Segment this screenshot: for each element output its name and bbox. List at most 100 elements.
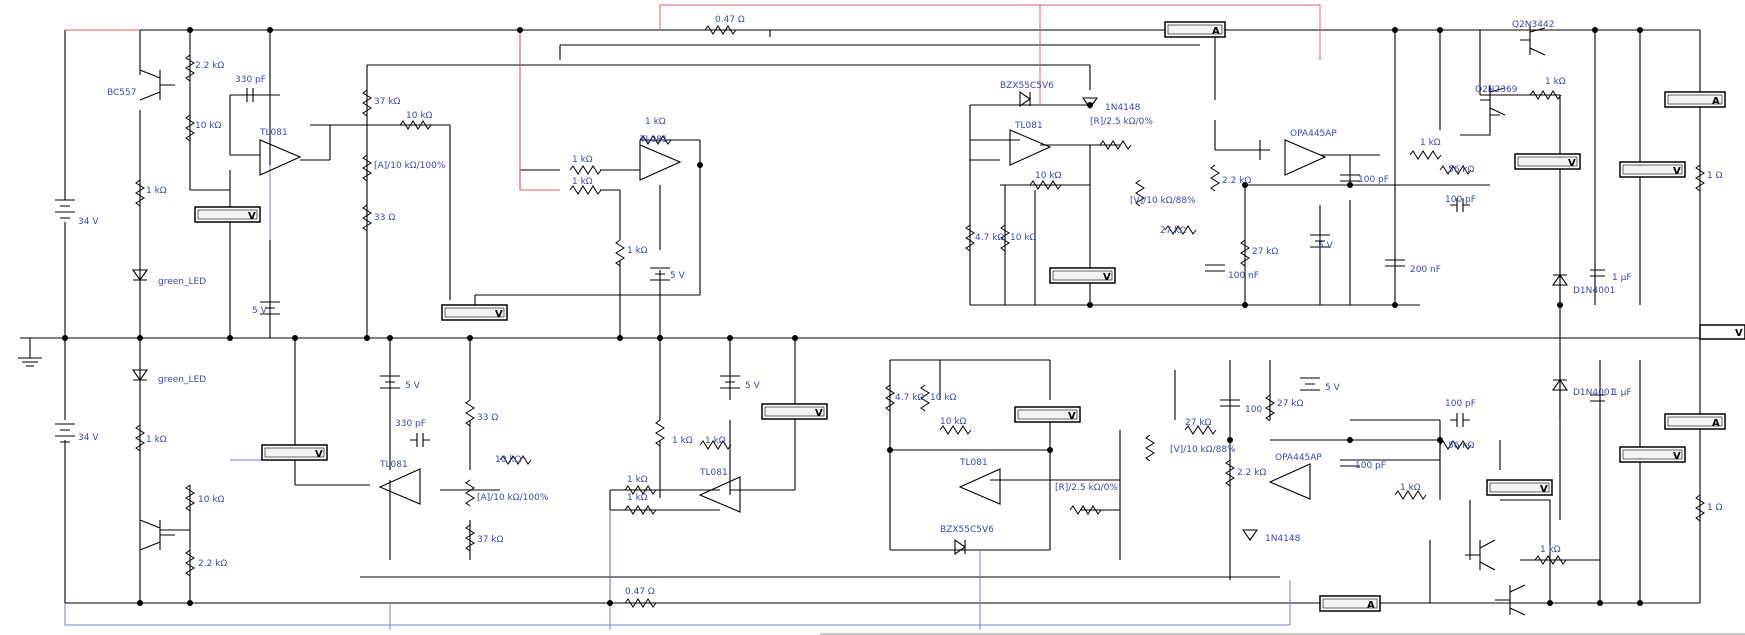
voltmeter-1[interactable]: V: [194, 206, 261, 223]
resistor-27k-d: [1265, 394, 1275, 422]
resistor-1k-j: [699, 440, 732, 450]
label-r047-top: 0.47 Ω: [715, 15, 745, 25]
resistor-10k-g: [920, 384, 930, 412]
label-c100n: 100 nF: [1228, 271, 1259, 281]
transistors: [139, 25, 1546, 616]
voltmeter-10[interactable]: V: [1619, 446, 1686, 463]
transistor-q2n3442: [1520, 25, 1546, 56]
battery-5v-b: [650, 267, 670, 281]
label-r22k-a: 2.2 kΩ: [195, 61, 224, 71]
label-r22k-c: 2.2 kΩ: [198, 559, 227, 569]
resistor-10k-f: [499, 455, 532, 465]
label-tl081-a: TL081: [259, 128, 288, 138]
label-tl081-b: TL081: [639, 135, 668, 145]
label-r1k-f: 1 kΩ: [1420, 138, 1441, 148]
label-r10k-d: 10 kΩ: [1010, 233, 1037, 243]
label-led-bot: green_LED: [158, 375, 206, 385]
opamp-tl081-d: [378, 468, 421, 505]
cap-1uf-a: [1590, 269, 1605, 277]
label-r10k-a: 10 kΩ: [195, 121, 222, 131]
resistor-1k-e: [615, 239, 625, 267]
transistor-bot-left: [139, 519, 175, 551]
opamp-opa445-bot: [1268, 463, 1311, 500]
voltmeter-3[interactable]: V: [1049, 267, 1116, 284]
label-c100p-a: 100 pF: [1358, 175, 1389, 185]
led-green-bot: [131, 369, 149, 381]
label-pot-a-top: [A]/10 kΩ/100%: [374, 161, 446, 171]
resistor-10k-a: [185, 114, 195, 142]
label-c330-a: 330 pF: [235, 75, 266, 85]
label-c100p-d: 100 pF: [1355, 461, 1386, 471]
voltmeter-6[interactable]: V: [261, 444, 328, 461]
label-r56k-a: 56 kΩ: [1448, 165, 1475, 175]
voltmeter-10-label: V: [1673, 451, 1681, 462]
label-opa-bot: OPA445AP: [1275, 453, 1322, 463]
label-r10k-g: 10 kΩ: [930, 393, 957, 403]
label-r33-a: 33 Ω: [374, 213, 395, 223]
voltmeter-9[interactable]: V: [1486, 479, 1553, 496]
label-d1n4001-a: D1N4001: [1573, 286, 1615, 296]
resistor-1k-h: [135, 424, 145, 452]
pot-r-top: [1099, 140, 1132, 150]
label-r22k-b: 2.2 kΩ: [1222, 176, 1251, 186]
resistor-37k-a: [362, 89, 372, 117]
label-r1k-d: 1 kΩ: [645, 117, 666, 127]
battery-5v-a: [260, 301, 280, 315]
resistor-33-a: [362, 204, 372, 232]
voltmeter-4[interactable]: V: [1514, 153, 1581, 170]
cap-100-c: [1220, 399, 1240, 407]
opamp-tl081-f: [958, 468, 1001, 505]
label-tl081-c: TL081: [1014, 121, 1043, 131]
ammeter-right-bot-label: A: [1712, 418, 1720, 429]
voltmeter-11[interactable]: V: [1699, 324, 1745, 340]
resistor-33-b: [465, 399, 475, 427]
resistor-37k-b: [465, 524, 475, 552]
opamps: [259, 129, 1327, 513]
label-r1-a: 1 Ω: [1707, 171, 1723, 181]
label-r10k-c: 10 kΩ: [1035, 171, 1062, 181]
ammeter-bot-label: A: [1367, 600, 1375, 611]
label-r1k-k: 1 kΩ: [627, 475, 648, 485]
label-pot-r-top: [R]/2.5 kΩ/0%: [1090, 117, 1153, 127]
resistor-27k-b: [1240, 239, 1250, 267]
ammeter-right-bot[interactable]: A: [1664, 413, 1726, 430]
label-pot-v-top: [V]/10 kΩ/88%: [1130, 196, 1196, 206]
pot-a-bot: [465, 479, 475, 507]
cap-200nf: [1385, 259, 1405, 267]
label-r047-bot: 0.47 Ω: [625, 587, 655, 597]
zener-bzx-top: [1019, 90, 1031, 108]
resistor-1k-c: [569, 185, 602, 195]
label-r1k-i: 1 kΩ: [672, 436, 693, 446]
battery-34v-top: [55, 199, 75, 219]
label-q2n3442: Q2N3442: [1512, 20, 1554, 30]
label-bc557: BC557: [107, 88, 136, 98]
resistor-10k-c: [1029, 180, 1062, 190]
opamp-opa445-top: [1284, 139, 1327, 176]
voltmeter-5[interactable]: V: [1619, 161, 1686, 178]
cap-100pf-e: [1450, 413, 1470, 427]
ammeter-right-top[interactable]: A: [1664, 91, 1726, 108]
label-pot-a-bot: [A]/10 kΩ/100%: [477, 493, 549, 503]
label-pot-r-bot: [R]/2.5 kΩ/0%: [1055, 483, 1118, 493]
led-green-top: [131, 269, 149, 281]
battery-34v-bot: [55, 423, 75, 443]
ammeter-top[interactable]: A: [1164, 21, 1226, 38]
resistor-10k-h: [939, 425, 972, 435]
opamp-tl081-c: [1009, 129, 1052, 166]
label-r1k-j: 1 kΩ: [705, 436, 726, 446]
pot-a-top: [362, 154, 372, 182]
ammeter-bot[interactable]: A: [1319, 595, 1381, 612]
resistor-1k-m: [1394, 490, 1427, 500]
capacitors: [240, 88, 1605, 467]
wires: [18, 4, 1701, 630]
voltmeter-2[interactable]: V: [441, 304, 508, 321]
voltmeter-7[interactable]: V: [761, 403, 828, 420]
label-r1k-g: 1 kΩ: [1545, 77, 1566, 87]
diode-d1n4001-a: [1551, 274, 1569, 286]
voltmeter-8[interactable]: V: [1014, 406, 1081, 423]
label-r1k-a: 1 kΩ: [146, 186, 167, 196]
transistor-bot-right-a: [1465, 539, 1496, 571]
cap-100pf-b: [1450, 198, 1470, 212]
label-1n4148-bot: 1N4148: [1265, 534, 1301, 544]
